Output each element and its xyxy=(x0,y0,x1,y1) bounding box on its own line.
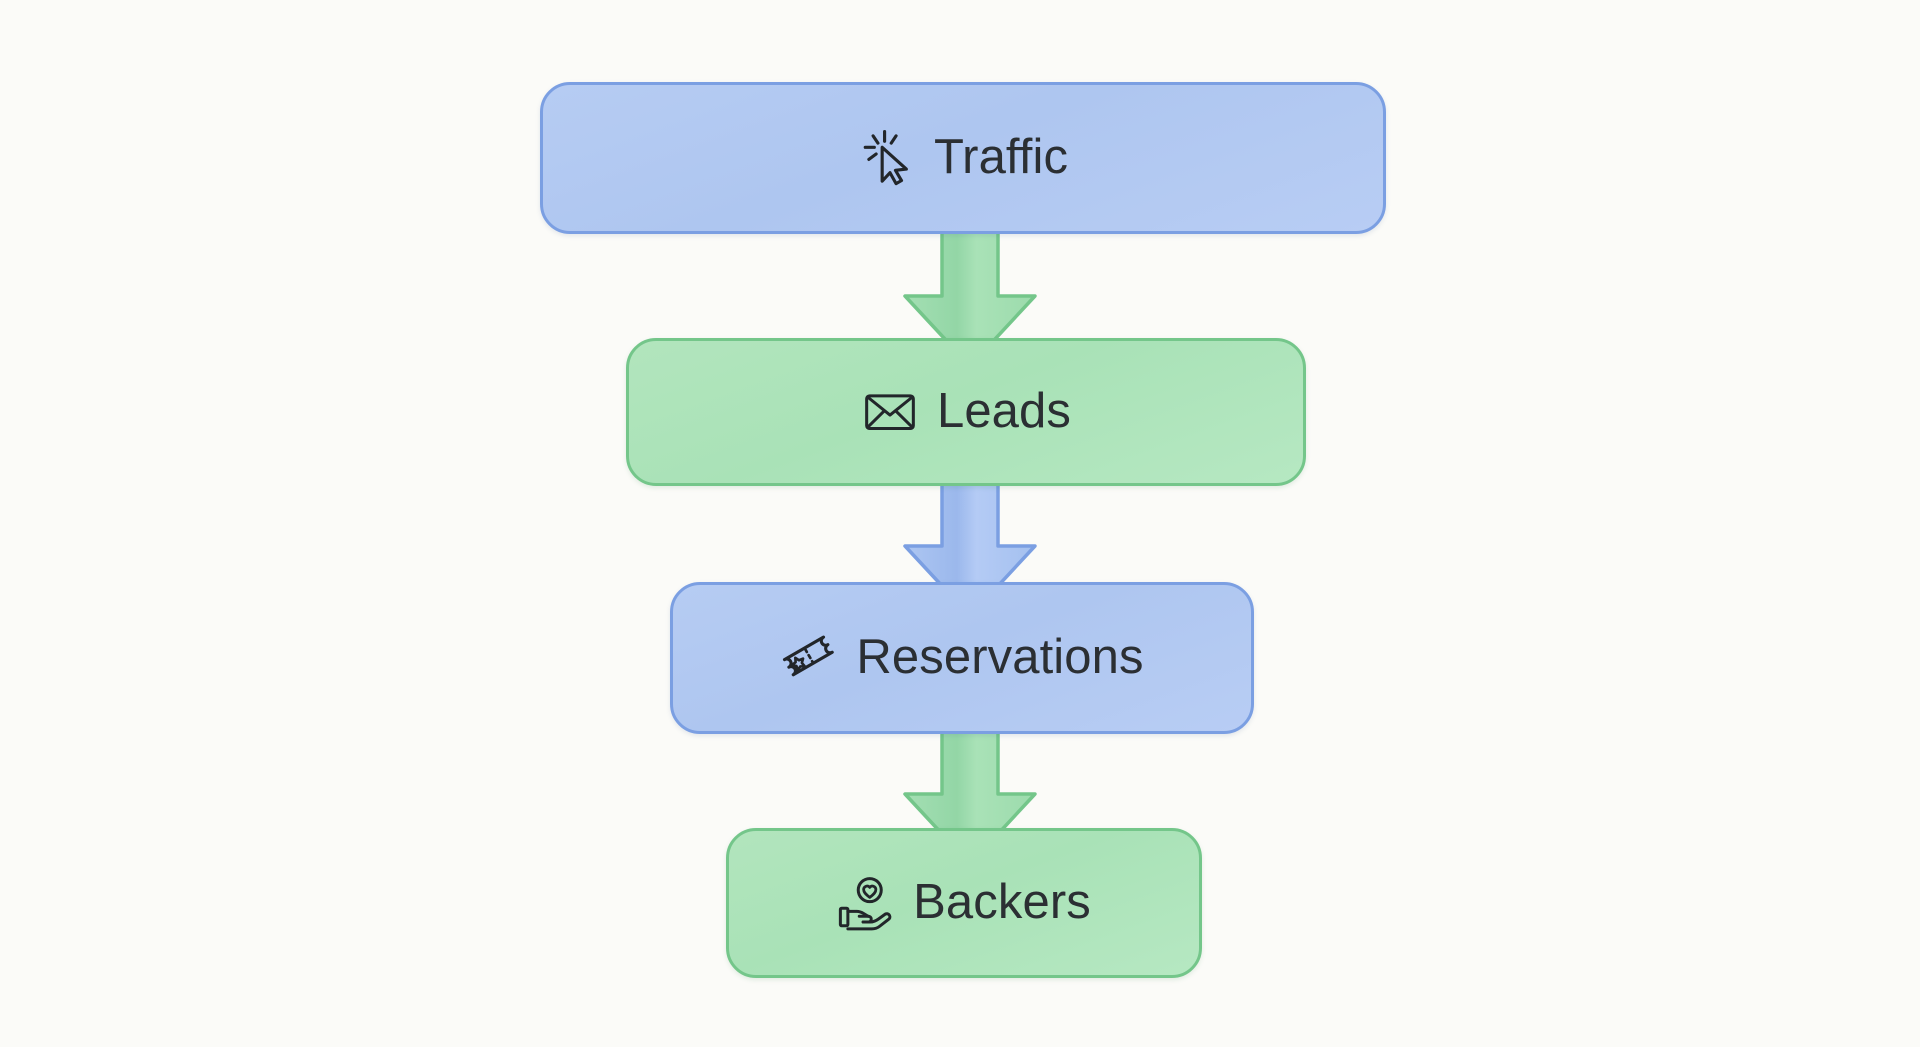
hand-heart-icon xyxy=(837,873,895,931)
funnel-node-traffic[interactable]: Traffic xyxy=(540,82,1386,234)
node-content: Backers xyxy=(837,873,1091,931)
funnel-node-leads[interactable]: Leads xyxy=(626,338,1306,486)
funnel-node-label-backers: Backers xyxy=(913,874,1091,929)
funnel-node-reservations[interactable]: Reservations xyxy=(670,582,1254,734)
ticket-star-icon xyxy=(780,628,838,686)
funnel-node-label-reservations: Reservations xyxy=(856,629,1144,684)
funnel-node-label-traffic: Traffic xyxy=(933,129,1069,184)
node-content: Reservations xyxy=(780,628,1143,686)
node-content: Leads xyxy=(861,382,1071,440)
funnel-node-label-leads: Leads xyxy=(936,383,1071,438)
envelope-icon xyxy=(861,382,919,440)
cursor-click-icon xyxy=(858,128,916,186)
funnel-node-backers[interactable]: Backers xyxy=(726,828,1202,978)
node-content: Traffic xyxy=(858,128,1068,186)
